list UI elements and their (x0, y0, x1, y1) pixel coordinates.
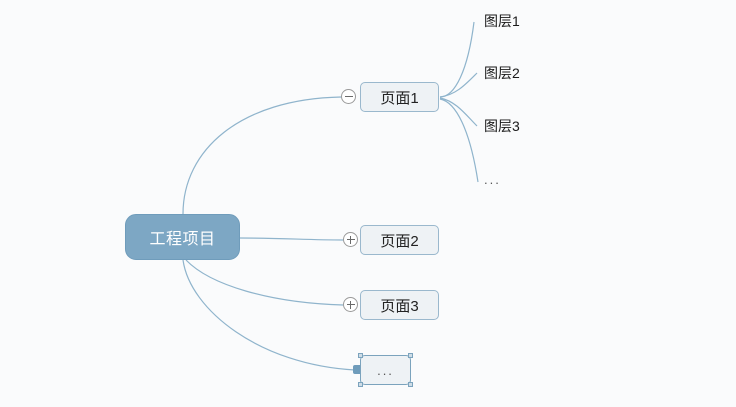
root-node[interactable]: 工程项目 (125, 214, 240, 260)
edge-page1-layer3 (439, 97, 478, 127)
edge-root-page3 (185, 259, 344, 306)
resize-handle-top-left[interactable] (358, 353, 363, 358)
node-page3[interactable]: 页面3 (360, 290, 439, 320)
edge-root-page1 (182, 96, 342, 215)
node-ellipsis-selected[interactable]: ... (358, 353, 413, 387)
edge-page1-layer1 (439, 21, 475, 98)
leaf-label-ellipsis[interactable]: ... (484, 172, 501, 187)
node-page1-label: 页面1 (380, 89, 419, 107)
collapse-minus-icon-page1[interactable] (341, 89, 356, 104)
root-node-label: 工程项目 (149, 231, 216, 248)
resize-handle-top-right[interactable] (408, 353, 413, 358)
node-page2-label: 页面2 (380, 232, 419, 250)
leaf-label-layer3[interactable]: 图层3 (484, 118, 520, 134)
edge-page1-ellipsis (439, 98, 479, 183)
edge-page1-layer2 (439, 72, 478, 98)
leaf-label-layer2[interactable]: 图层2 (484, 65, 520, 81)
expand-plus-icon-page2[interactable] (343, 232, 358, 247)
expand-plus-icon-page3[interactable] (343, 297, 358, 312)
node-page2[interactable]: 页面2 (360, 225, 439, 255)
edge-root-page2 (239, 237, 344, 241)
node-page1[interactable]: 页面1 (360, 82, 439, 112)
resize-handle-bottom-right[interactable] (408, 382, 413, 387)
node-page3-label: 页面3 (380, 297, 419, 315)
edge-root-ellipsis (182, 259, 356, 371)
resize-handle-bottom-left[interactable] (358, 382, 363, 387)
leaf-label-layer1[interactable]: 图层1 (484, 13, 520, 29)
connector-dot-ellipsis-node[interactable] (353, 365, 362, 374)
node-ellipsis-label: ... (377, 362, 394, 378)
